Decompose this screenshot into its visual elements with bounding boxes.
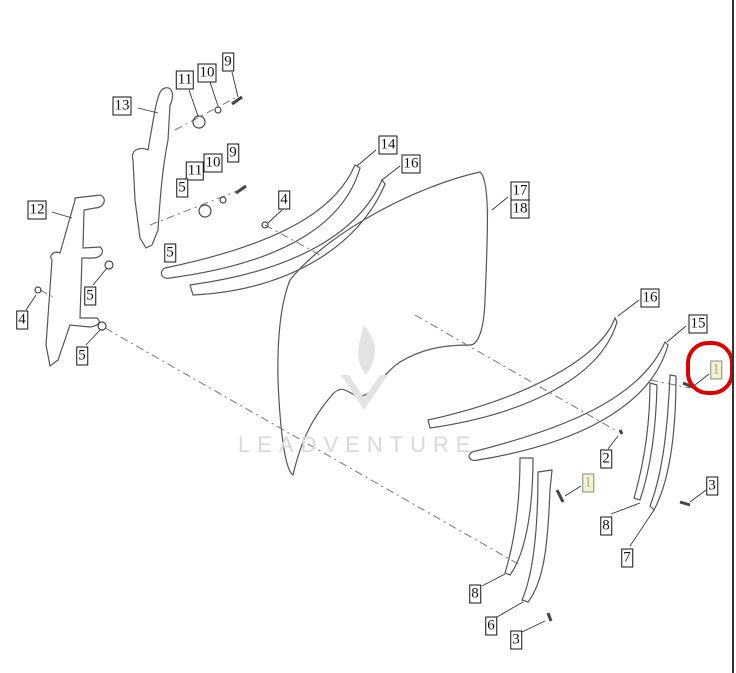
callout-10[interactable]: 10 xyxy=(203,153,223,173)
callout-11[interactable]: 11 xyxy=(175,70,195,90)
callout-5[interactable]: 5 xyxy=(164,243,176,263)
trim-strip-15 xyxy=(468,340,669,461)
callout-14[interactable]: 14 xyxy=(378,135,398,155)
callout-18[interactable]: 18 xyxy=(510,199,530,219)
bracket-12 xyxy=(45,194,105,368)
callout-5[interactable]: 5 xyxy=(176,178,188,198)
callout-5[interactable]: 5 xyxy=(76,346,88,366)
bracket-13 xyxy=(131,87,174,249)
callout-7[interactable]: 7 xyxy=(621,548,633,568)
callout-6[interactable]: 6 xyxy=(485,616,497,636)
callout-5[interactable]: 5 xyxy=(84,286,96,306)
side-strip-6 xyxy=(521,469,553,603)
callout-10[interactable]: 10 xyxy=(197,63,217,83)
callout-2[interactable]: 2 xyxy=(600,449,612,469)
callout-4[interactable]: 4 xyxy=(278,190,290,210)
callout-12[interactable]: 12 xyxy=(27,200,47,220)
watermark-text: LEADVENTURE xyxy=(238,432,478,457)
callout-4[interactable]: 4 xyxy=(16,310,28,330)
callout-3[interactable]: 3 xyxy=(706,476,718,496)
callout-16[interactable]: 16 xyxy=(640,288,660,308)
callout-15[interactable]: 15 xyxy=(688,314,708,334)
trim-strip-16 xyxy=(189,178,386,296)
windshield-part xyxy=(277,171,489,476)
watermark-logo-icon xyxy=(341,325,388,410)
red-highlight-circle xyxy=(686,341,734,395)
side-strip-8-right xyxy=(633,382,658,501)
callout-1[interactable]: 1 xyxy=(582,473,594,493)
trim-strip-16-lower xyxy=(427,316,618,429)
callout-16[interactable]: 16 xyxy=(401,154,421,174)
callout-8[interactable]: 8 xyxy=(469,584,481,604)
callout-13[interactable]: 13 xyxy=(112,96,132,116)
side-strip-8-left xyxy=(504,457,534,576)
callout-17[interactable]: 17 xyxy=(510,181,530,201)
callout-11[interactable]: 11 xyxy=(185,161,205,181)
callout-9[interactable]: 9 xyxy=(227,143,239,163)
callout-3[interactable]: 3 xyxy=(510,630,522,650)
trim-strip-14 xyxy=(160,164,361,279)
callout-8[interactable]: 8 xyxy=(600,516,612,536)
side-strip-7 xyxy=(649,374,677,511)
callout-9[interactable]: 9 xyxy=(222,52,234,72)
hardware xyxy=(34,95,696,622)
